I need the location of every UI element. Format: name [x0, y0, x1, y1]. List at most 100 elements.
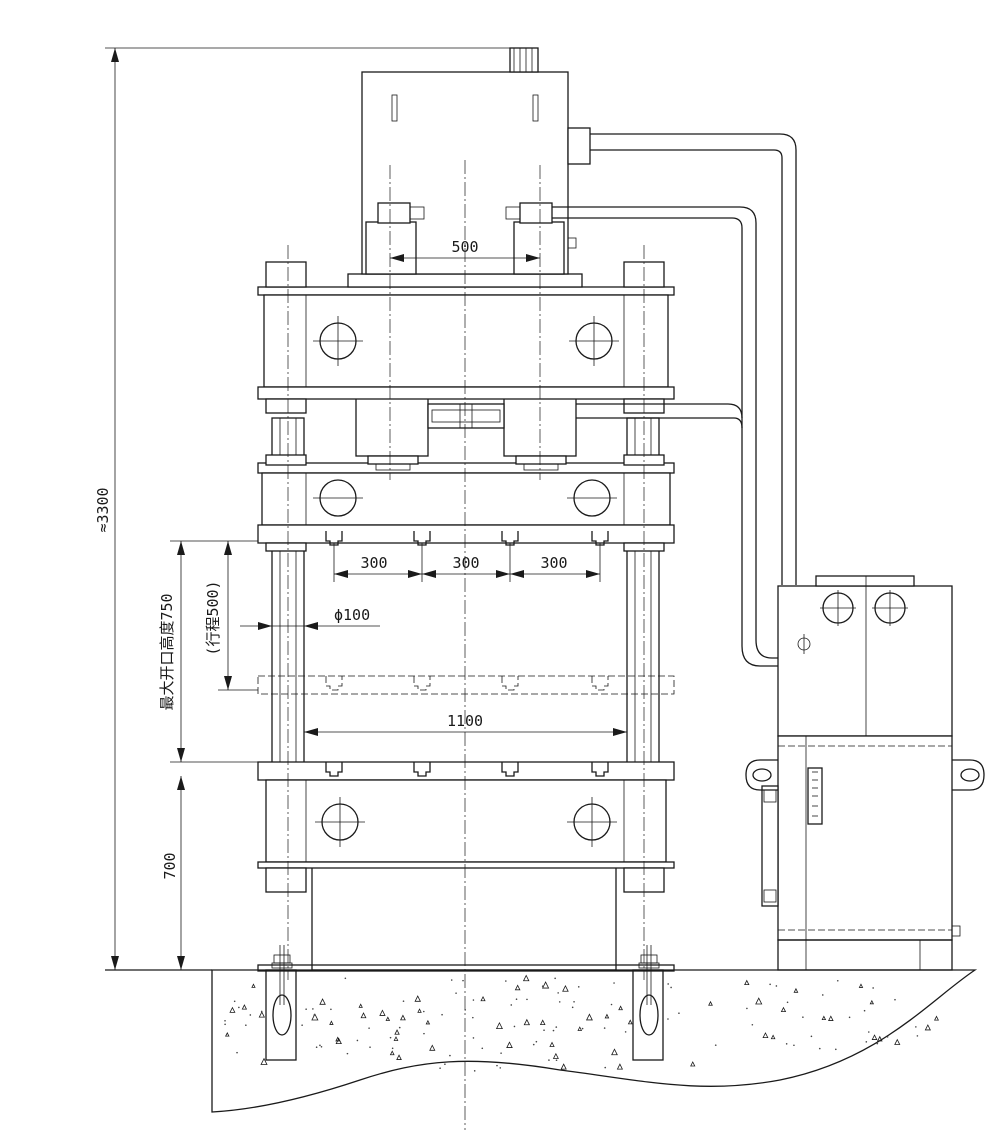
concrete-aggregate [744, 979, 750, 986]
dimension-stroke [218, 540, 258, 691]
concrete-aggregate [414, 995, 421, 1002]
concrete-speck [604, 1066, 607, 1069]
concrete-aggregate [393, 1036, 399, 1041]
concrete-speck [818, 1047, 821, 1050]
concrete-speck [915, 1026, 917, 1028]
dimension-cylinder-spacing [390, 254, 540, 262]
concrete-aggregate [560, 1063, 567, 1070]
concrete-speck [505, 980, 507, 982]
dimension-total-height [105, 47, 530, 970]
concrete-aggregate [417, 1008, 422, 1013]
concrete-speck [769, 983, 771, 986]
concrete-speck [872, 987, 874, 989]
concrete-speck [439, 1067, 441, 1069]
dim-slot-spacing-2: 300 [452, 554, 479, 572]
concrete-speck [398, 1026, 401, 1029]
concrete-speck [535, 1040, 538, 1043]
concrete-speck [233, 1000, 236, 1003]
moving-plate-lower-position [257, 675, 675, 695]
concrete-speck [848, 1016, 851, 1019]
concrete-speck [319, 1044, 321, 1047]
concrete-speck [344, 977, 347, 980]
concrete-aggregate [770, 1034, 776, 1040]
concrete-speck [423, 1010, 425, 1013]
concrete-aggregate [258, 1011, 265, 1018]
concrete-speck [810, 1035, 813, 1038]
concrete-aggregate [319, 998, 326, 1005]
concrete-speck [552, 1029, 555, 1032]
concrete-aggregate [585, 1013, 593, 1021]
concrete-speck [444, 1063, 446, 1066]
concrete-aggregate [389, 1050, 395, 1056]
concrete-aggregate [780, 1006, 787, 1013]
moving-beam [257, 454, 675, 552]
dim-slot-spacing-3: 300 [540, 554, 567, 572]
concrete-speck [603, 1027, 606, 1029]
concrete-aggregate [627, 1019, 633, 1025]
concrete-speck [548, 1059, 550, 1061]
concrete-speck [526, 998, 528, 1001]
concrete-speck [330, 1008, 332, 1011]
concrete-speck [472, 1037, 475, 1039]
concrete-speck [867, 1031, 870, 1033]
concrete-speck [532, 1043, 535, 1046]
concrete-speck [473, 1070, 476, 1072]
dimension-table-height [177, 776, 185, 970]
concrete-speck [746, 1007, 748, 1010]
concrete-aggregate [480, 995, 486, 1002]
concrete-speck [369, 1046, 371, 1048]
concrete-speck [356, 1039, 359, 1042]
concrete-speck [245, 1024, 247, 1027]
concrete-texture [224, 974, 939, 1072]
dimension-slot-spacing [333, 543, 601, 582]
dimension-max-opening [170, 540, 258, 763]
concrete-aggregate [495, 1021, 503, 1029]
concrete-speck [249, 1014, 252, 1016]
concrete-speck [391, 1047, 394, 1050]
worktable-t-slots [325, 762, 609, 777]
concrete-speck [513, 1025, 516, 1028]
center-lines [287, 160, 645, 1130]
concrete-speck [315, 1046, 318, 1049]
concrete-speck [610, 1003, 613, 1006]
concrete-aggregate [821, 1015, 827, 1021]
concrete-aggregate [618, 1005, 623, 1011]
concrete-speck [581, 1027, 584, 1030]
concrete-aggregate [400, 1014, 406, 1021]
dimension-column-spacing [304, 728, 627, 736]
concrete-aggregate [335, 1036, 341, 1042]
concrete-aggregate [396, 1054, 402, 1060]
concrete-speck [835, 1048, 837, 1051]
concrete-speck [555, 1059, 558, 1062]
concrete-speck [260, 1010, 263, 1013]
concrete-speck [613, 982, 615, 984]
concrete-speck [472, 1016, 474, 1019]
concrete-aggregate [858, 983, 864, 988]
concrete-aggregate [506, 1041, 513, 1048]
concrete-speck [472, 999, 475, 1001]
concrete-speck [301, 1024, 303, 1026]
concrete-speck [802, 1016, 804, 1018]
concrete-aggregate [616, 1063, 624, 1070]
concrete-speck [238, 1006, 240, 1009]
concrete-aggregate [577, 1026, 583, 1031]
concrete-speck [714, 1044, 717, 1046]
concrete-aggregate [876, 1035, 883, 1042]
concrete-speck [236, 1051, 238, 1054]
dim-max-opening: 最大开口高度750 [158, 593, 176, 710]
concrete-speck [313, 1014, 315, 1016]
concrete-speck [557, 992, 559, 994]
concrete-aggregate [924, 1024, 931, 1031]
concrete-speck [558, 1001, 561, 1003]
concrete-speck [305, 1008, 307, 1010]
dim-column-spacing: 1100 [447, 712, 483, 730]
concrete-speck [541, 985, 544, 987]
concrete-speck [894, 998, 896, 1001]
concrete-aggregate [514, 984, 521, 991]
concrete-speck [543, 1029, 545, 1032]
concrete-speck [865, 1041, 868, 1043]
concrete-speck [389, 1036, 392, 1039]
concrete-speck [793, 1044, 795, 1047]
concrete-speck [423, 1032, 425, 1035]
anchor-bolt-left [265, 945, 297, 1061]
